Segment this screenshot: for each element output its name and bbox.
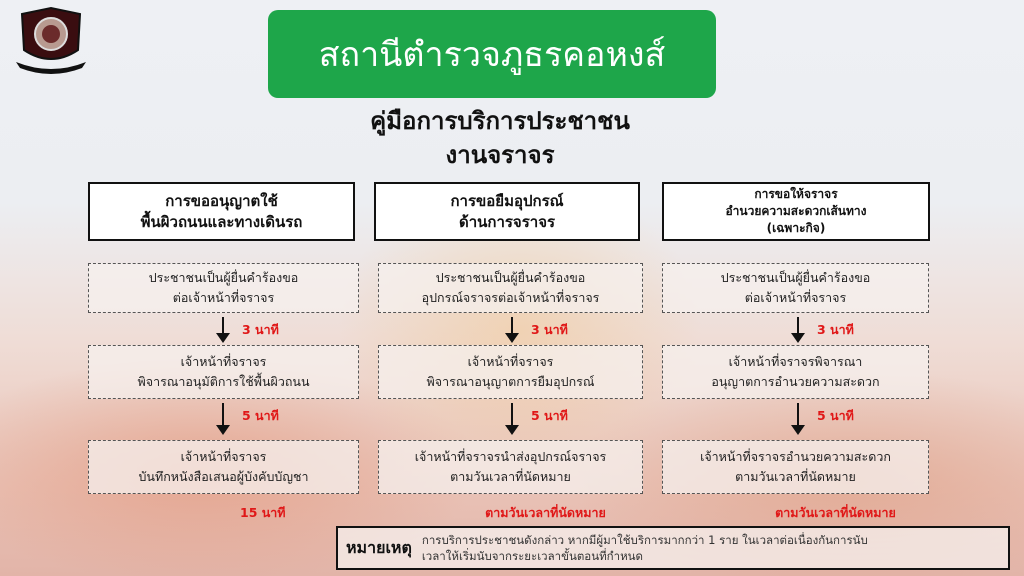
header-line: (เฉพาะกิจ)	[766, 221, 826, 235]
step-line: เจ้าหน้าที่จราจร	[180, 354, 267, 369]
step-line: พิจารณาอนุมัติการใช้พื้นผิวถนน	[137, 374, 310, 389]
total-duration-label: ตามวันเวลาที่นัดหมาย	[485, 505, 606, 520]
duration-label: 5 นาที	[817, 408, 854, 423]
step-line: อนุญาตการอำนวยความสะดวก	[711, 374, 880, 389]
down-arrow-icon	[791, 317, 805, 343]
subtitle-line: คู่มือการบริการประชาชน	[370, 107, 630, 135]
process-step: เจ้าหน้าที่จราจรพิจารณาอนุมัติการใช้พื้น…	[88, 345, 359, 399]
step-line: เจ้าหน้าที่จราจร	[467, 354, 554, 369]
station-title: สถานีตำรวจภูธรคอหงส์	[268, 10, 716, 98]
step-line: ตามวันเวลาที่นัดหมาย	[735, 469, 856, 484]
subtitle-line: งานจราจร	[445, 141, 555, 169]
column-header-equipment-loan: การขอยืมอุปกรณ์ด้านการจราจร	[374, 182, 640, 241]
total-duration-label: 15 นาที	[240, 505, 286, 520]
step-line: อุปกรณ์จราจรต่อเจ้าหน้าที่จราจร	[421, 290, 600, 305]
process-step: เจ้าหน้าที่จราจรพิจารณาอนุญาตการยืมอุปกร…	[378, 345, 643, 399]
down-arrow-icon	[505, 403, 519, 435]
step-line: เจ้าหน้าที่จราจร	[180, 449, 267, 464]
step-line: บันทึกหนังสือเสนอผู้บังคับบัญชา	[138, 469, 309, 484]
header-line: พื้นผิวถนนและทางเดินรถ	[140, 212, 303, 231]
column-header-road-permit: การขออนุญาตใช้พื้นผิวถนนและทางเดินรถ	[88, 182, 355, 241]
duration-label: 3 นาที	[531, 322, 568, 337]
process-step: เจ้าหน้าที่จราจรพิจารณาอนุญาตการอำนวยควา…	[662, 345, 929, 399]
down-arrow-icon	[791, 403, 805, 435]
header-line: การขอให้จราจร	[754, 187, 838, 201]
step-line: ประชาชนเป็นผู้ยื่นคำร้องขอ	[720, 270, 871, 285]
duration-label: 3 นาที	[242, 322, 279, 337]
step-line: เจ้าหน้าที่จราจรพิจารณา	[728, 354, 863, 369]
step-line: เจ้าหน้าที่จราจรอำนวยความสะดวก	[700, 449, 891, 464]
duration-label: 5 นาที	[242, 408, 279, 423]
header-line: การขออนุญาตใช้	[165, 191, 278, 210]
process-step: ประชาชนเป็นผู้ยื่นคำร้องขอต่อเจ้าหน้าที่…	[662, 263, 929, 313]
process-step: เจ้าหน้าที่จราจรอำนวยความสะดวกตามวันเวลา…	[662, 440, 929, 494]
step-line: ประชาชนเป็นผู้ยื่นคำร้องขอ	[148, 270, 299, 285]
process-step: ประชาชนเป็นผู้ยื่นคำร้องขออุปกรณ์จราจรต่…	[378, 263, 643, 313]
note-line: เวลาให้เริ่มนับจากระยะเวลาขั้นตอนที่กำหน…	[421, 549, 643, 563]
note-box: หมายเหตุ การบริการประชาชนดังกล่าว หากมีผ…	[336, 526, 1010, 570]
column-header-traffic-assist: การขอให้จราจรอำนวยความสะดวกเส้นทาง (เฉพาะ…	[662, 182, 930, 241]
down-arrow-icon	[505, 317, 519, 343]
process-step: เจ้าหน้าที่จราจรนำส่งอุปกรณ์จราจรตามวันเ…	[378, 440, 643, 494]
step-line: ต่อเจ้าหน้าที่จราจร	[172, 290, 275, 305]
step-line: ประชาชนเป็นผู้ยื่นคำร้องขอ	[435, 270, 586, 285]
page-subtitle: คู่มือการบริการประชาชน งานจราจร	[300, 104, 700, 172]
down-arrow-icon	[216, 317, 230, 343]
note-label: หมายเหตุ	[346, 537, 412, 557]
step-line: ต่อเจ้าหน้าที่จราจร	[744, 290, 847, 305]
step-line: ตามวันเวลาที่นัดหมาย	[450, 469, 571, 484]
note-line: การบริการประชาชนดังกล่าว หากมีผู้มาใช้บร…	[421, 533, 868, 547]
header-line: ด้านการจราจร	[458, 212, 556, 231]
total-duration-label: ตามวันเวลาที่นัดหมาย	[775, 505, 896, 520]
duration-label: 5 นาที	[531, 408, 568, 423]
step-line: พิจารณาอนุญาตการยืมอุปกรณ์	[426, 374, 595, 389]
process-step: ประชาชนเป็นผู้ยื่นคำร้องขอต่อเจ้าหน้าที่…	[88, 263, 359, 313]
down-arrow-icon	[216, 403, 230, 435]
duration-label: 3 นาที	[817, 322, 854, 337]
header-line: อำนวยความสะดวกเส้นทาง	[725, 204, 867, 218]
process-step: เจ้าหน้าที่จราจรบันทึกหนังสือเสนอผู้บังค…	[88, 440, 359, 494]
header-line: การขอยืมอุปกรณ์	[450, 191, 564, 210]
step-line: เจ้าหน้าที่จราจรนำส่งอุปกรณ์จราจร	[414, 449, 607, 464]
police-station-logo	[14, 6, 88, 76]
